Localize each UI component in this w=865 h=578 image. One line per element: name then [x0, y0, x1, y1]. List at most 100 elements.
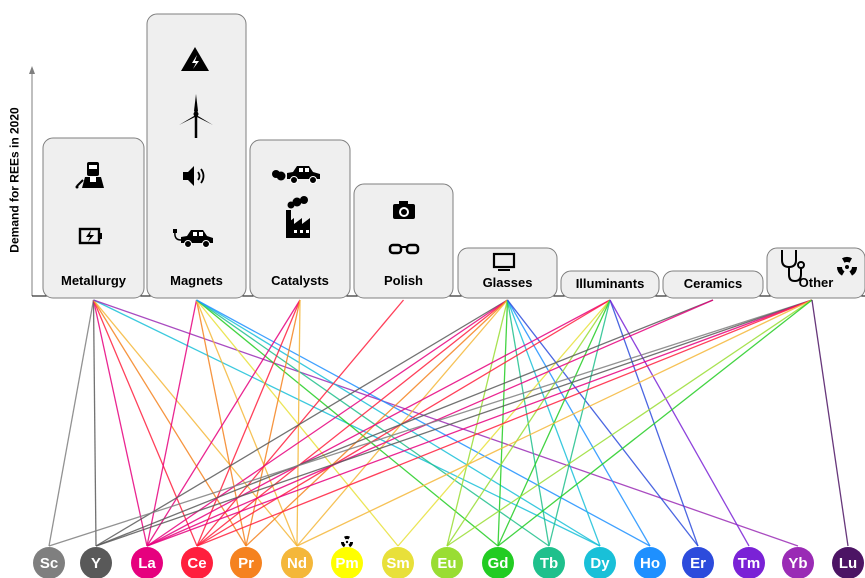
link-metallurgy-La	[92, 299, 148, 547]
category-box	[662, 270, 764, 299]
element-symbol: La	[138, 555, 156, 572]
element-symbol: Pm	[335, 555, 358, 572]
element-circle	[431, 547, 463, 578]
element-Y: Y	[80, 547, 112, 578]
link-magnets-Sm	[195, 299, 399, 547]
element-circle	[832, 547, 864, 578]
element-symbol: Y	[91, 555, 101, 572]
element-symbol: Yb	[788, 555, 807, 572]
category-metallurgy: Metallurgy	[42, 137, 145, 299]
element-symbol: Pr	[238, 555, 254, 572]
element-circle	[733, 547, 765, 578]
element-circle	[131, 547, 163, 578]
element-Tm: Tm	[733, 547, 765, 578]
element-Ce: Ce	[181, 547, 213, 578]
category-catalysts: Catalysts	[249, 139, 351, 299]
element-symbol: Nd	[287, 555, 307, 572]
link-other-Gd	[497, 299, 813, 547]
element-circle	[181, 547, 213, 578]
link-glasses-La	[146, 299, 508, 547]
car-exhaust-icon	[272, 166, 320, 184]
element-Er: Er	[682, 547, 714, 578]
link-metallurgy-Nd	[92, 299, 298, 547]
element-circle	[533, 547, 565, 578]
category-other: Other	[766, 247, 865, 299]
element-symbol: Tb	[540, 555, 558, 572]
element-symbol: Sm	[386, 555, 409, 572]
link-other-La	[146, 299, 813, 547]
element-symbol: Ce	[187, 555, 206, 572]
link-magnets-La	[146, 299, 198, 547]
link-other-Ce	[196, 299, 813, 547]
link-other-Nd	[296, 299, 813, 547]
link-magnets-Tb	[196, 299, 550, 547]
links	[48, 299, 849, 547]
element-symbol: Sc	[40, 555, 58, 572]
element-Sm: Sm	[382, 547, 414, 578]
link-catalysts-Pr	[245, 299, 301, 547]
category-label: Ceramics	[684, 276, 743, 291]
category-ceramics: Ceramics	[662, 270, 764, 299]
link-glasses-Y	[95, 299, 508, 547]
element-circle	[33, 547, 65, 578]
element-symbol: Tm	[738, 555, 761, 572]
element-symbol: Lu	[839, 555, 857, 572]
link-magnets-Nd	[195, 299, 298, 547]
wind-turbine-icon	[179, 94, 213, 138]
element-circle	[230, 547, 262, 578]
monitor-icon	[492, 252, 516, 271]
category-label: Metallurgy	[61, 273, 127, 288]
link-other-Y	[95, 299, 813, 547]
category-magnets: Magnets	[146, 13, 247, 299]
element-circle	[80, 547, 112, 578]
element-Lu: Lu	[832, 547, 864, 578]
category-box	[353, 183, 454, 299]
link-glasses-Er	[506, 299, 699, 547]
welder-icon	[75, 162, 104, 189]
category-box	[457, 247, 558, 299]
glasses-icon	[388, 243, 420, 255]
category-box	[42, 137, 145, 299]
link-metallurgy-Y	[92, 299, 97, 547]
element-circle	[782, 547, 814, 578]
category-icons	[75, 47, 858, 283]
element-Gd: Gd	[482, 547, 514, 578]
element-circle	[331, 547, 363, 578]
category-glasses: Glasses	[457, 247, 558, 299]
element-Pr: Pr	[230, 547, 262, 578]
link-metallurgy-Yb	[93, 299, 799, 547]
radiation-icon	[836, 256, 858, 276]
element-Tb: Tb	[533, 547, 565, 578]
link-other-Lu	[811, 299, 849, 547]
element-circle	[634, 547, 666, 578]
element-Eu: Eu	[431, 547, 463, 578]
category-label: Magnets	[170, 273, 223, 288]
element-circle	[682, 547, 714, 578]
link-magnets-Pr	[195, 299, 247, 547]
link-illuminants-La	[146, 299, 611, 547]
link-glasses-Ce	[196, 299, 508, 547]
category-label: Polish	[384, 273, 423, 288]
element-Pm: Pm	[331, 535, 363, 578]
element-Ho: Ho	[634, 547, 666, 578]
element-circle	[382, 547, 414, 578]
category-polish: Polish	[353, 183, 454, 299]
element-symbol: Er	[690, 555, 706, 572]
category-label: Illuminants	[576, 276, 645, 291]
element-symbol: Ho	[640, 555, 660, 572]
factory-icon	[286, 196, 310, 238]
link-ceramics-Y	[95, 299, 714, 547]
link-metallurgy-Sc	[48, 299, 95, 547]
link-catalysts-La	[146, 299, 301, 547]
category-box	[560, 270, 660, 299]
element-circle	[281, 547, 313, 578]
camera-icon	[393, 201, 415, 219]
category-box	[146, 13, 247, 299]
element-Yb: Yb	[782, 547, 814, 578]
link-illuminants-Tm	[609, 299, 750, 547]
radiation-icon	[340, 535, 354, 548]
category-box	[766, 247, 865, 299]
speaker-icon	[183, 166, 205, 186]
